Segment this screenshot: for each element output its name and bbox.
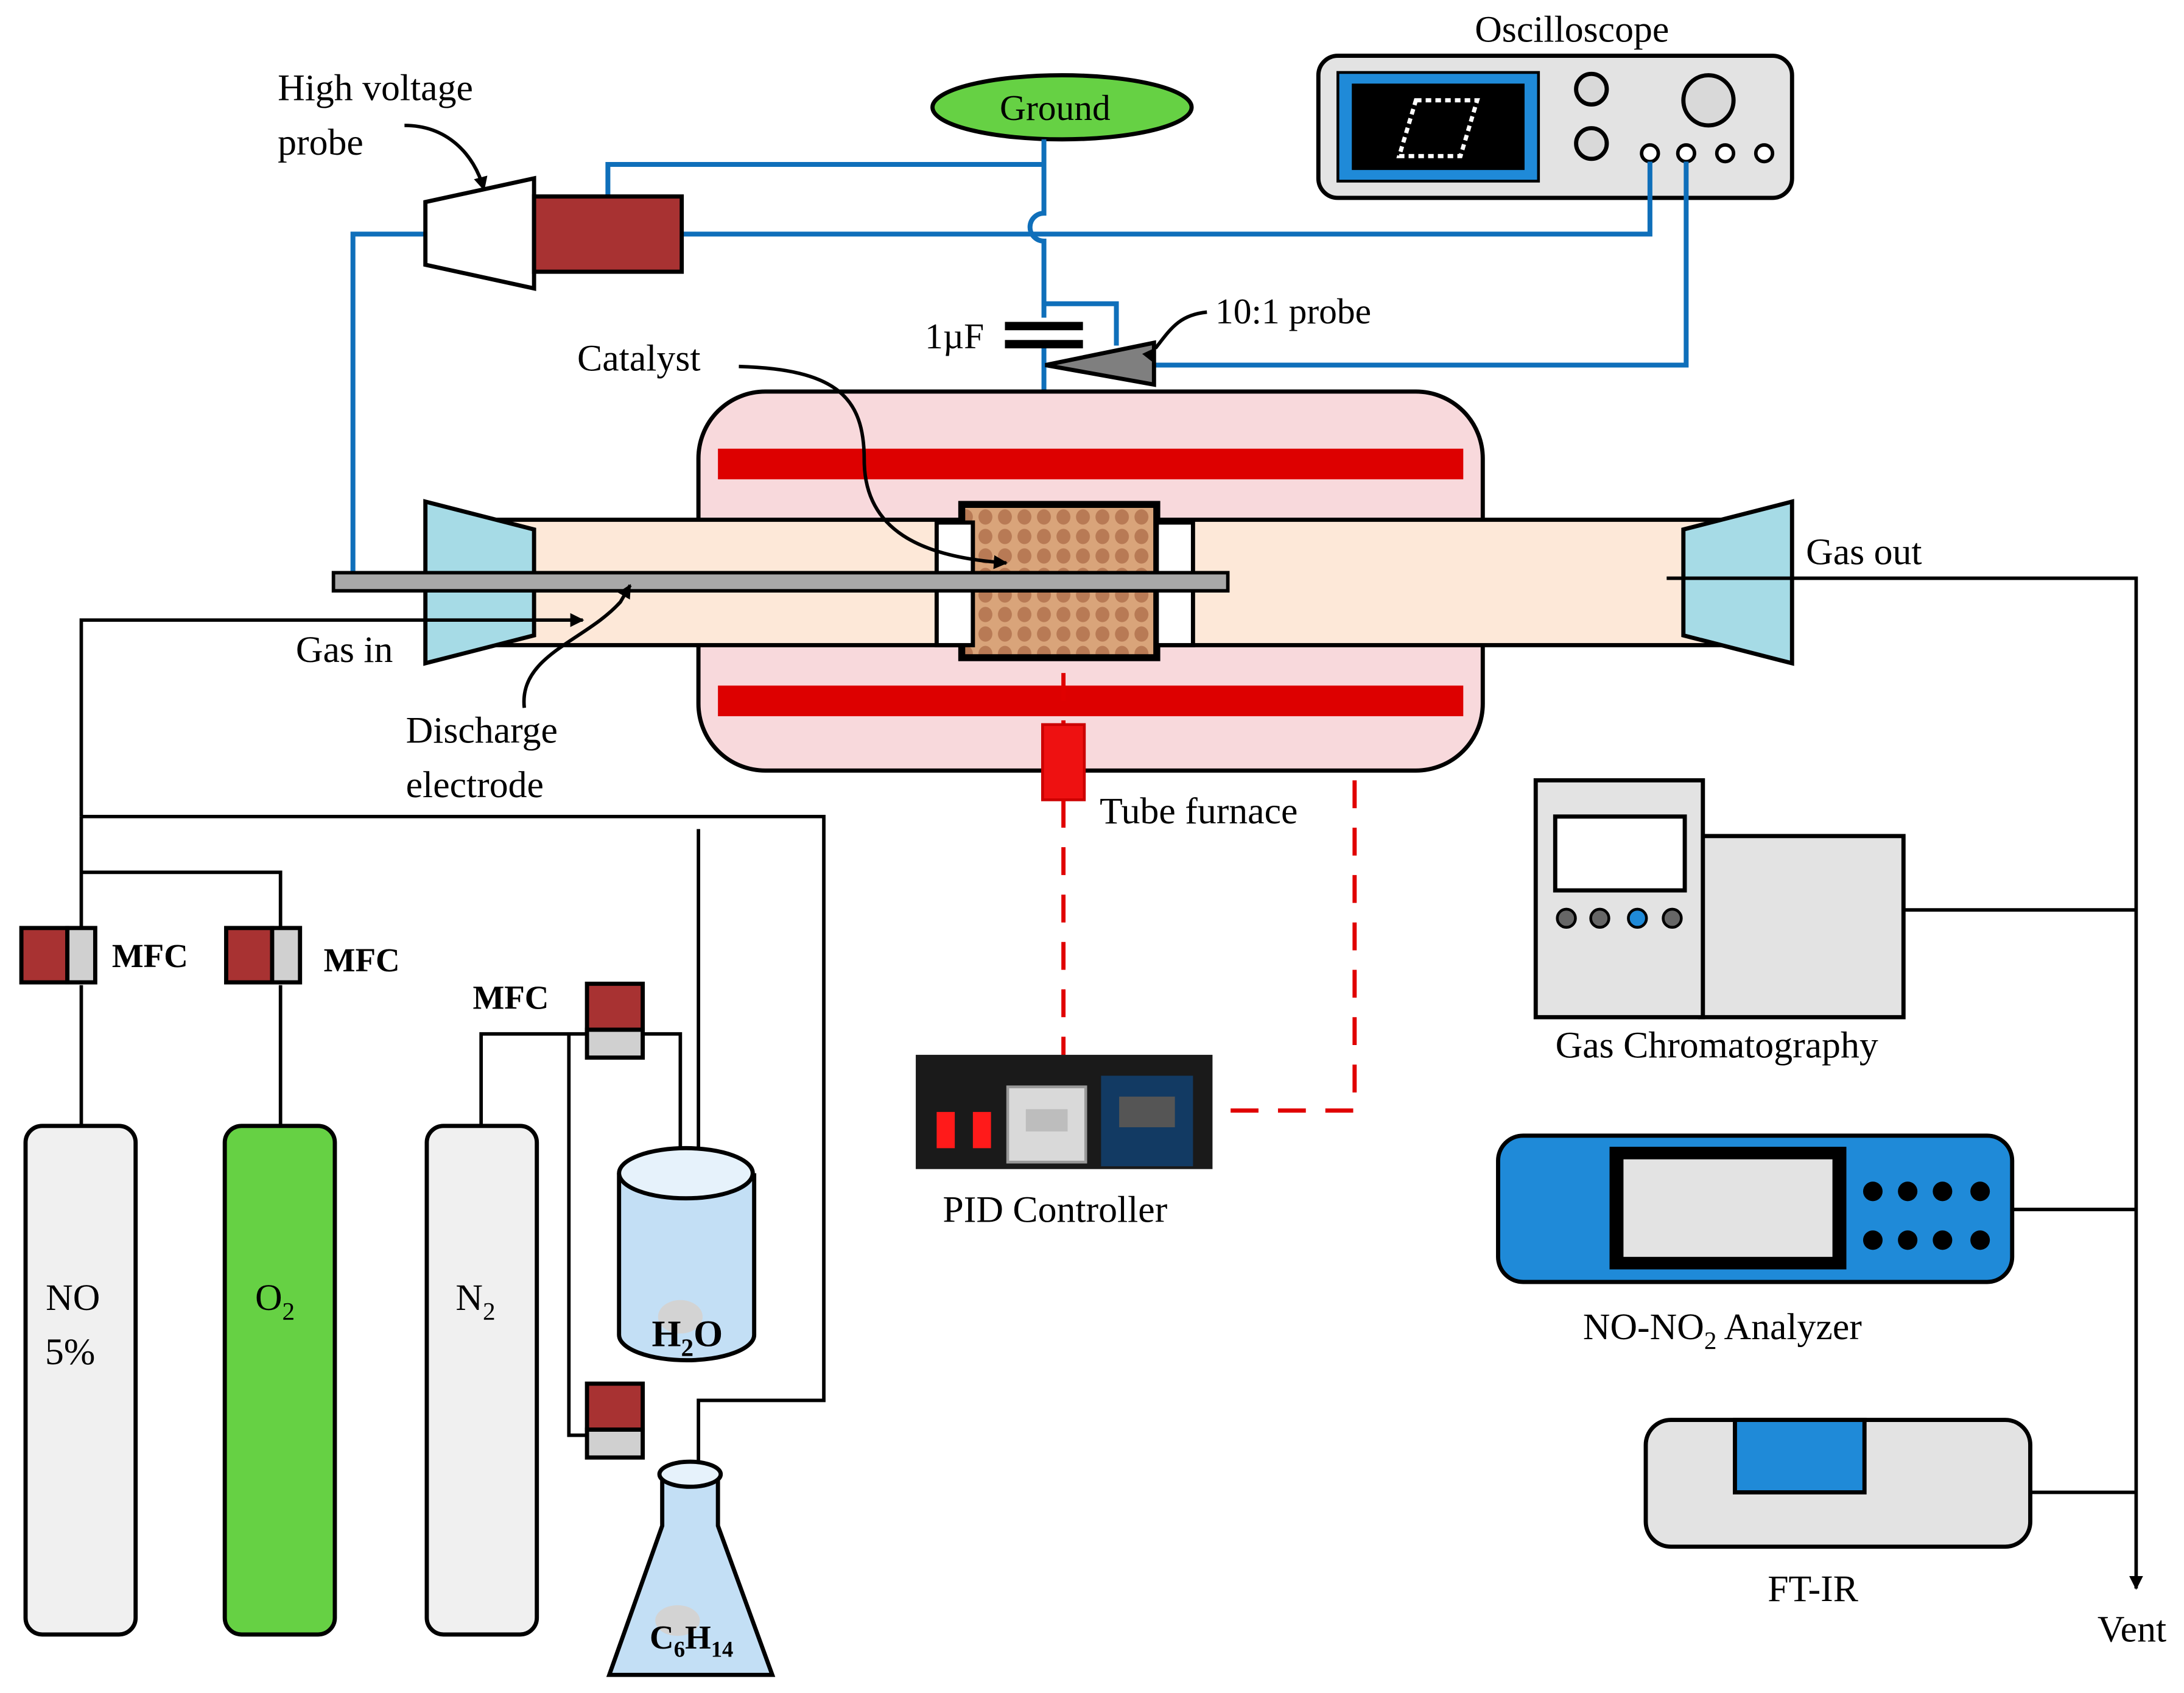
ground-label: Ground xyxy=(1000,88,1111,128)
gas-in-line xyxy=(79,613,585,817)
hv-probe-label-line2: probe xyxy=(278,122,363,163)
oscilloscope-knob xyxy=(1681,73,1736,128)
hexane-flask xyxy=(606,1459,776,1677)
bubbles-icon xyxy=(655,1605,700,1636)
gas-out-label: Gas out xyxy=(1806,532,1922,573)
capacitor-label: 1µF xyxy=(925,316,984,356)
oscilloscope-port xyxy=(1676,143,1696,164)
waveform-icon xyxy=(1396,98,1480,158)
mfc-label-no: MFC xyxy=(112,937,188,974)
heater-bottom xyxy=(718,685,1464,717)
high-voltage-probe xyxy=(423,175,536,291)
tube-furnace-label: Tube furnace xyxy=(1100,790,1297,832)
gas-in-label: Gas in xyxy=(296,629,393,671)
oscilloscope-knob xyxy=(1574,71,1609,107)
outlet-cap xyxy=(1681,499,1794,666)
mfc-label-o2: MFC xyxy=(324,942,400,979)
oscilloscope xyxy=(1316,54,1794,200)
probe-10-1-label: 10:1 probe xyxy=(1215,291,1371,331)
oscilloscope-port xyxy=(1640,143,1660,164)
pid-controller-label: PID Controller xyxy=(943,1189,1167,1231)
mfc-n2-hexane xyxy=(585,1381,645,1460)
mfc-o2 xyxy=(224,926,303,985)
gas-chromatograph xyxy=(1533,778,1906,1019)
mfc-no xyxy=(19,926,97,985)
gas-out-line xyxy=(1666,576,2143,1590)
discharge-label-line2: electrode xyxy=(406,764,544,806)
n2-cylinder-label: N2 xyxy=(455,1277,495,1325)
no-cylinder-line1: NO xyxy=(46,1277,100,1318)
h2o-label: H2O xyxy=(651,1313,723,1361)
discharge-label-line1: Discharge xyxy=(406,710,558,751)
probe-10-1-pointer xyxy=(1142,310,1207,363)
probe-10-1 xyxy=(1045,340,1156,387)
o2-cylinder-label: O2 xyxy=(255,1277,295,1325)
discharge-electrode xyxy=(331,571,1230,593)
mfc-label-n2: MFC xyxy=(472,979,549,1016)
no-no2-analyzer xyxy=(1496,1133,2015,1284)
ground-node xyxy=(930,73,1194,142)
hv-probe-pointer xyxy=(404,124,488,191)
capacitor xyxy=(1005,322,1083,349)
oscilloscope-knob xyxy=(1574,126,1609,161)
mfc-n2-water xyxy=(585,981,645,1060)
bubbles-icon xyxy=(658,1300,703,1334)
ftir-spectrometer xyxy=(1643,1418,2032,1549)
pid-controller xyxy=(916,1055,1213,1169)
thermocouple xyxy=(1041,723,1086,801)
heater-top xyxy=(718,448,1464,480)
no-cylinder xyxy=(23,1124,138,1637)
n2-cylinder xyxy=(424,1124,539,1637)
oscilloscope-port xyxy=(1715,143,1736,164)
oscilloscope-label: Oscilloscope xyxy=(1475,9,1669,51)
catalyst-pointer xyxy=(739,364,1008,569)
analyzer-taps xyxy=(1903,908,2137,1494)
o2-cylinder xyxy=(222,1124,337,1637)
high-voltage-probe-body xyxy=(532,194,684,274)
gc-label: Gas Chromatography xyxy=(1556,1025,1878,1066)
vent-label: Vent xyxy=(2098,1608,2166,1650)
hv-probe-label-line1: High voltage xyxy=(278,68,473,109)
water-bubbler xyxy=(617,1146,757,1363)
ftir-label: FT-IR xyxy=(1768,1568,1859,1610)
hexane-label: C6H14 xyxy=(650,1619,733,1662)
discharge-pointer xyxy=(522,584,632,708)
electrical-wiring xyxy=(350,139,1689,573)
catalyst-label: Catalyst xyxy=(577,338,700,379)
no-cylinder-line2: 5% xyxy=(45,1331,95,1373)
oscilloscope-port xyxy=(1754,143,1775,164)
no-no2-analyzer-label: NO-NO2 Analyzer xyxy=(1583,1306,1862,1354)
